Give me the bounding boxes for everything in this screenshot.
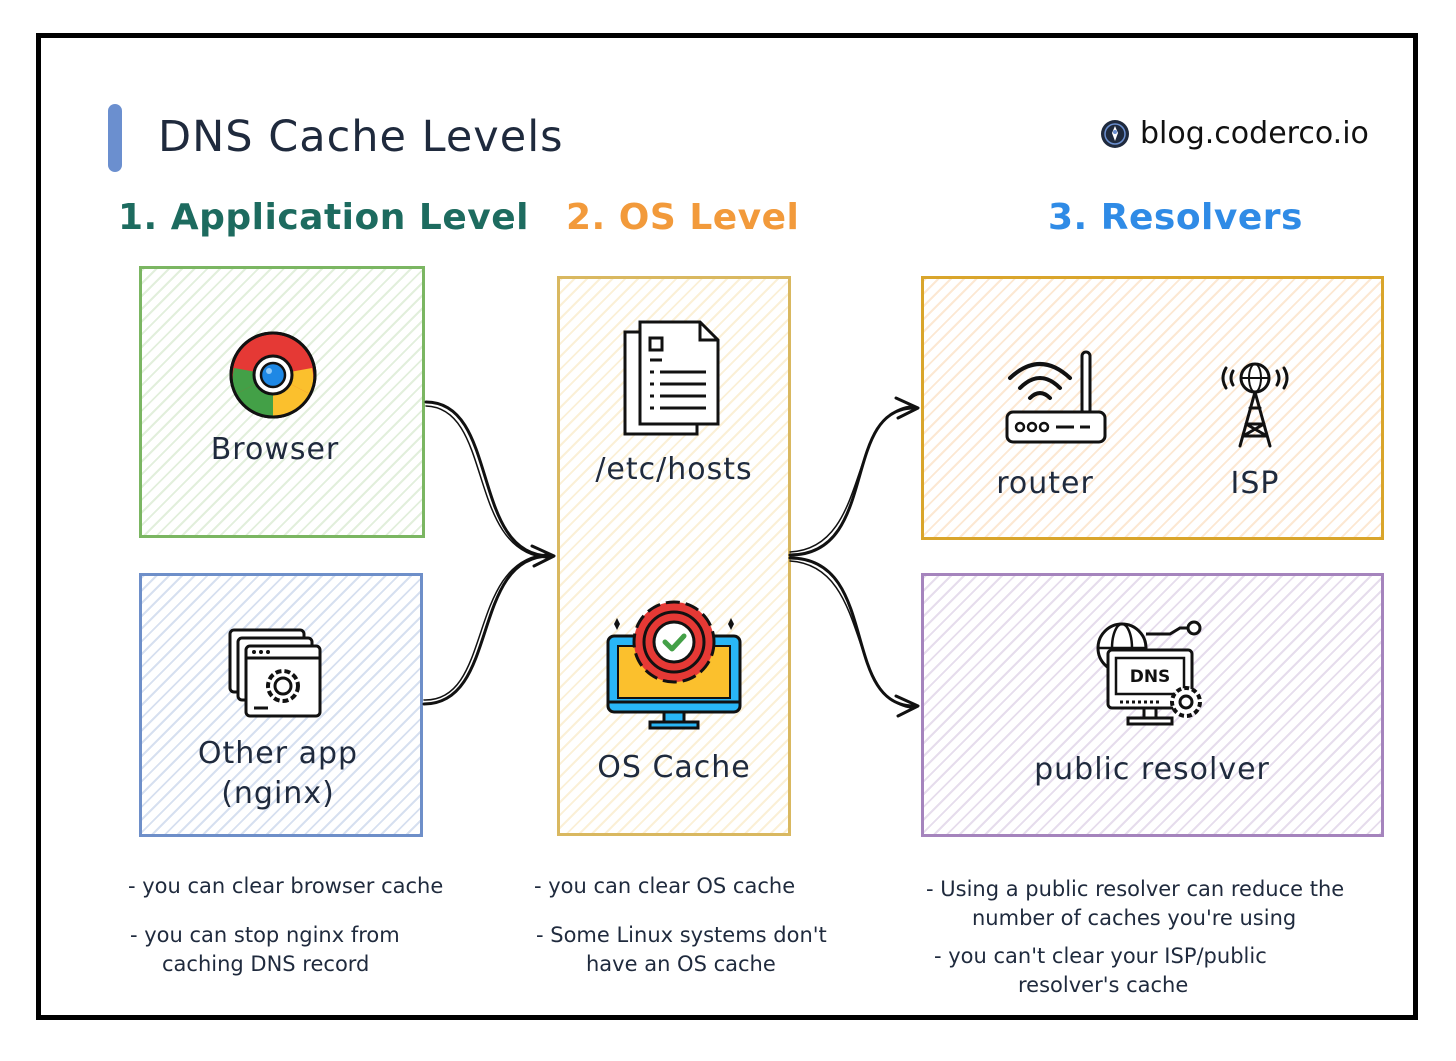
note-app-1-line1: - you can clear browser cache [128,874,444,898]
router-icon [1005,350,1107,444]
hosts-label: /etc/hosts [595,452,753,487]
note-os-2-line1: - Some Linux systems don't [536,923,827,947]
note-res-1: - Using a public resolver can reduce the… [926,875,1396,933]
other-app-label-line2: (nginx) [221,776,335,811]
note-os-2: - Some Linux systems don't have an OS ca… [536,921,856,979]
monitor-gear-icon [606,600,742,730]
note-os-1: - you can clear OS cache [534,872,854,901]
note-app-2: - you can stop nginx from caching DNS re… [130,921,530,979]
chrome-icon [229,331,317,419]
title-accent-bar [108,104,122,172]
brand[interactable]: blog.coderco.io [1100,116,1369,151]
svg-text:DNS: DNS [1130,667,1171,687]
note-res-1-line2: number of caches you're using [972,906,1297,930]
heading-os-level: 2. OS Level [566,197,800,238]
note-res-2-line2: resolver's cache [1018,973,1189,997]
arrow-other-to-os [422,554,552,706]
note-app-2-line2: caching DNS record [162,952,370,976]
document-icon [623,320,720,436]
arrow-os-to-router [788,406,916,557]
note-res-2-line1: - you can't clear your ISP/public [934,944,1267,968]
brand-text: blog.coderco.io [1140,116,1369,151]
page-title: DNS Cache Levels [158,112,564,162]
isp-label: ISP [1230,466,1280,501]
other-app-label: Other app (nginx) [160,734,396,814]
note-res-1-line1: - Using a public resolver can reduce the [926,877,1345,901]
arrow-browser-to-os [424,400,552,558]
other-app-label-line1: Other app [197,736,359,771]
arrow-os-to-public [788,556,916,708]
note-app-1: - you can clear browser cache [128,872,528,901]
dns-server-icon: DNS [1096,620,1202,726]
router-isp-box [921,276,1384,540]
note-os-2-line2: have an OS cache [586,952,776,976]
antenna-tower-icon [1221,362,1289,448]
app-settings-icon [228,628,322,718]
browser-label: Browser [210,432,340,467]
heading-resolvers: 3. Resolvers [1048,197,1303,238]
diagram-frame [36,33,1418,1020]
rocket-badge-icon [1101,119,1129,148]
public-resolver-label: public resolver [1034,752,1270,787]
os-cache-label: OS Cache [597,750,751,785]
note-app-2-line1: - you can stop nginx from [130,923,400,947]
router-label: router [996,466,1094,501]
note-res-2: - you can't clear your ISP/public resolv… [934,942,1394,1000]
note-os-1-line1: - you can clear OS cache [534,874,796,898]
heading-application-level: 1. Application Level [118,197,529,238]
